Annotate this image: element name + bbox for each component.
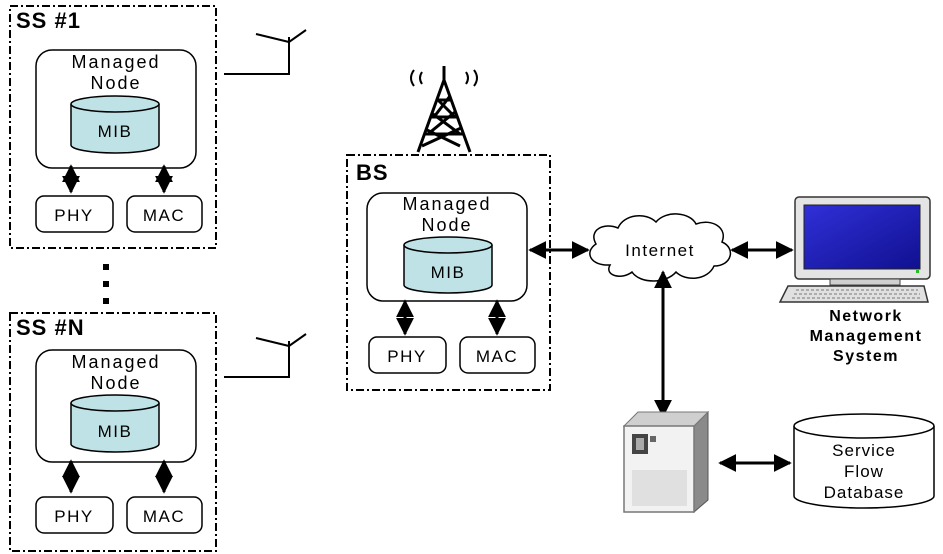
- bs-mac-box: [459, 336, 536, 374]
- nms-label-1: Network: [829, 308, 903, 325]
- ss1-mib-cylinder: [70, 95, 160, 154]
- bs-group: BS Managed Node MIB PHY MAC: [346, 154, 551, 391]
- ssn-mac-label: MAC: [143, 507, 185, 526]
- ss1-node-label-1: Managed: [71, 52, 160, 72]
- ss1-node-label-2: Node: [90, 73, 141, 93]
- bs-mac-label: MAC: [476, 347, 518, 366]
- bs-phy-box: [368, 336, 447, 374]
- bs-mib-label: MIB: [431, 263, 466, 282]
- ssn-boundary: [9, 312, 217, 552]
- internet-label: Internet: [625, 241, 695, 260]
- bs-boundary: [346, 154, 551, 391]
- tower-icon: [410, 66, 478, 153]
- ss1-phy-box: [35, 195, 114, 233]
- ellipsis-dots: [103, 264, 109, 304]
- ssn-phy-label: PHY: [54, 507, 93, 526]
- ss1-mac-label: MAC: [143, 206, 185, 225]
- ssn-antenna-icon: [224, 333, 307, 378]
- ssn-node-label-2: Node: [90, 373, 141, 393]
- ssn-mac-box: [126, 496, 203, 534]
- nms-label-2: Management: [810, 328, 923, 345]
- sfdb-label-1: Service: [832, 441, 896, 460]
- bs-title: BS: [356, 160, 389, 185]
- ssn-mib-cylinder: [70, 394, 160, 453]
- sfdb-label-3: Database: [824, 483, 905, 502]
- ssn-title: SS #N: [16, 315, 85, 340]
- ss1-boundary: [9, 5, 217, 249]
- bs-mib-cylinder: [403, 236, 493, 294]
- database-cylinder-icon: [793, 413, 935, 509]
- ss1-phy-label: PHY: [54, 206, 93, 225]
- ss1-antenna-icon: [224, 29, 307, 75]
- server-icon: [622, 410, 710, 514]
- ssn-mib-label: MIB: [98, 422, 133, 441]
- internet-cloud-icon: [589, 213, 732, 282]
- ssn-phy-box: [35, 496, 114, 534]
- ssn-group: SS #N Managed Node MIB PHY MAC: [9, 312, 217, 552]
- ss1-title: SS #1: [16, 8, 81, 33]
- ss1-mac-box: [126, 195, 203, 233]
- sfdb-label-2: Flow: [844, 462, 884, 481]
- bs-phy-label: PHY: [387, 347, 426, 366]
- nms-label-3: System: [833, 348, 899, 365]
- computer-icon: [778, 196, 931, 303]
- ss1-group: SS #1 Managed Node MIB PHY MAC: [9, 5, 217, 249]
- ss1-mib-label: MIB: [98, 122, 133, 141]
- ssn-node-label-1: Managed: [71, 352, 160, 372]
- bs-node-label-2: Node: [421, 215, 472, 235]
- bs-node-label-1: Managed: [402, 194, 491, 214]
